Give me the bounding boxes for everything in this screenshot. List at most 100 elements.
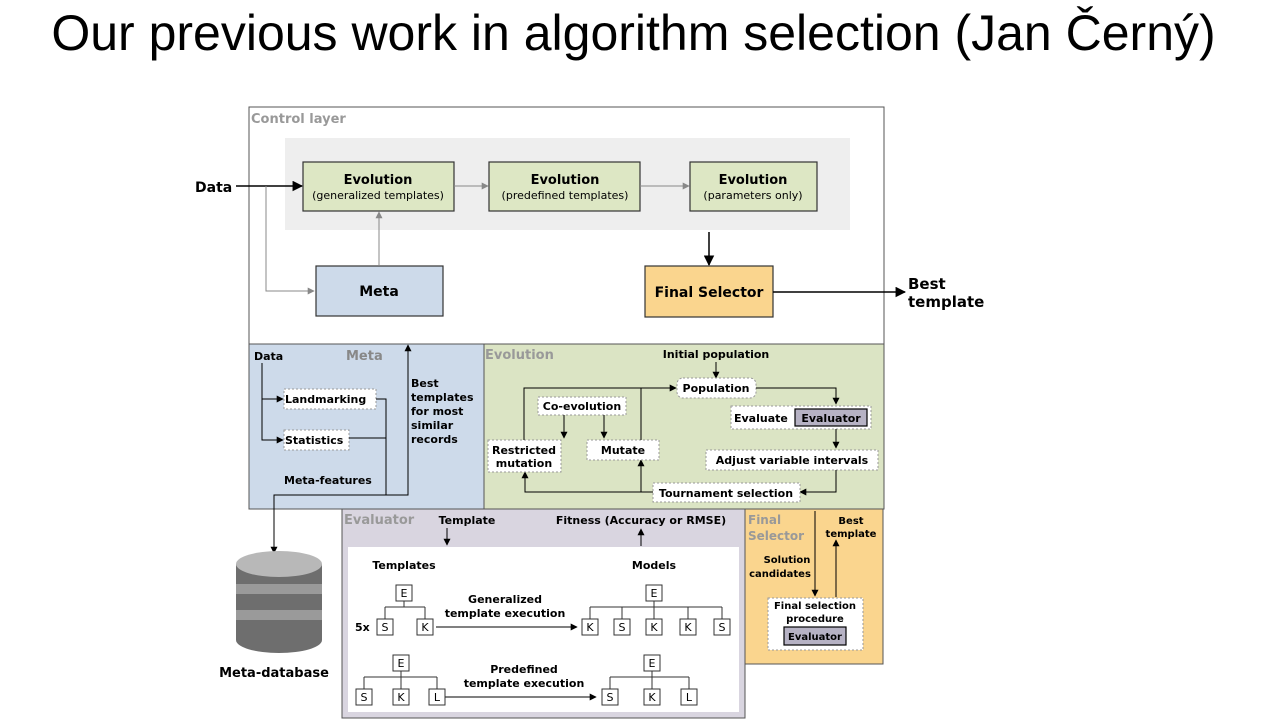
- evaluator-template-label: Template: [439, 514, 496, 527]
- tree3-leaf-node: S: [355, 688, 373, 706]
- final-procedure-line2: procedure: [786, 614, 844, 625]
- tree1-leaf-node: S: [376, 618, 394, 636]
- tree2-edges: [589, 601, 723, 619]
- evolution-generalized-subtitle: (generalized templates): [312, 189, 444, 202]
- final-selector-box: [644, 265, 774, 318]
- evolution-predefined-subtitle: (predefined templates): [502, 189, 629, 202]
- solution-candidates-line1: Solution: [764, 555, 811, 566]
- final-best-line1: Best: [838, 516, 863, 527]
- tree2-root-node: E: [645, 584, 663, 602]
- tree2-leaf-node: K: [581, 618, 599, 636]
- control-data-label: Data: [195, 180, 232, 196]
- slide-title: Our previous work in algorithm selection…: [51, 5, 1216, 61]
- svg-text:S: S: [607, 691, 614, 704]
- evaluator-fitness-label: Fitness (Accuracy or RMSE): [556, 514, 726, 527]
- svg-text:S: S: [619, 621, 626, 634]
- evaluator-panel-label: Evaluator: [344, 513, 415, 528]
- best-template-line1: Best: [908, 275, 946, 293]
- tree2-leaf-node: S: [613, 618, 631, 636]
- five-x-label: 5x: [355, 621, 370, 634]
- tree1-root-node: E: [395, 584, 413, 602]
- svg-text:L: L: [434, 691, 441, 704]
- co-evolution-box: [537, 396, 627, 416]
- arrow-tournament-to-restricted: [521, 471, 653, 493]
- evolution-panel-label: Evolution: [485, 348, 554, 363]
- mutate-box: [586, 439, 660, 461]
- svg-text:S: S: [382, 621, 389, 634]
- evolution-predefined-title: Evolution: [531, 173, 600, 188]
- expression-trees: E S K E K S K K S E S K L E S K L: [355, 584, 731, 706]
- tree2-leaf-node: S: [713, 618, 731, 636]
- best-template-line2: template: [908, 293, 984, 311]
- tree4-root-node: E: [643, 654, 661, 672]
- svg-text:K: K: [648, 691, 656, 704]
- svg-text:L: L: [686, 691, 693, 704]
- tree3-root-node: E: [392, 654, 410, 672]
- solution-candidates-line2: candidates: [749, 569, 811, 580]
- predefined-label-line1: Predefined: [490, 663, 558, 676]
- tournament-box: [652, 482, 801, 503]
- svg-text:E: E: [401, 587, 408, 600]
- tree3-edges: [363, 671, 438, 689]
- final-evaluator-label: Evaluator: [788, 632, 842, 643]
- arrow-to-meta-database: [270, 494, 386, 554]
- evolution-parameters-title: Evolution: [719, 173, 788, 188]
- svg-text:K: K: [684, 621, 692, 634]
- evolution-parameters-box: [689, 161, 818, 212]
- arrow-data-to-statistics: [261, 399, 284, 444]
- models-heading: Models: [632, 559, 677, 572]
- restricted-mutation-line2: mutation: [496, 457, 552, 470]
- control-layer-label: Control layer: [251, 112, 346, 127]
- svg-text:E: E: [649, 657, 656, 670]
- final-evaluator-box: [783, 626, 847, 646]
- mutate-label: Mutate: [601, 444, 645, 457]
- arrow-adjust-to-tournament: [799, 470, 837, 496]
- tree1-leaf-node: K: [416, 618, 434, 636]
- meta-data-label: Data: [254, 350, 283, 363]
- best-templates-line2: templates: [411, 391, 474, 404]
- svg-text:K: K: [397, 691, 405, 704]
- svg-text:S: S: [719, 621, 726, 634]
- evaluator-inner-panel: [348, 547, 739, 712]
- adjust-intervals-label: Adjust variable intervals: [716, 454, 869, 467]
- restricted-mutation-box: [487, 439, 562, 473]
- meta-box: [315, 265, 444, 317]
- population-label: Population: [683, 382, 750, 395]
- tree2-leaf-node: K: [645, 618, 663, 636]
- statistics-box: [283, 429, 350, 451]
- predefined-label-line2: template execution: [464, 677, 585, 690]
- best-templates-line4: similar: [411, 419, 454, 432]
- database-icon: [236, 551, 322, 653]
- final-panel-label-line1: Final: [748, 513, 781, 527]
- svg-text:E: E: [398, 657, 405, 670]
- evolution-parameters-subtitle: (parameters only): [703, 189, 802, 202]
- arrow-population-to-evaluate: [756, 387, 840, 405]
- co-evolution-label: Co-evolution: [543, 400, 621, 413]
- arrow-meta-up-to-control: [385, 344, 412, 496]
- tournament-label: Tournament selection: [659, 487, 793, 500]
- landmarking-label: Landmarking: [285, 393, 366, 406]
- final-procedure-line1: Final selection: [774, 601, 856, 612]
- tree4-leaf-node: L: [680, 688, 698, 706]
- meta-features-label: Meta-features: [284, 474, 372, 487]
- loop-restricted-to-population: [523, 384, 677, 440]
- best-templates-line1: Best: [411, 377, 439, 390]
- tree2-leaf-node: K: [679, 618, 697, 636]
- final-panel-label-line2: Selector: [748, 529, 804, 543]
- restricted-mutation-line1: Restricted: [492, 444, 556, 457]
- svg-text:K: K: [650, 621, 658, 634]
- evaluate-label: Evaluate: [734, 412, 788, 425]
- tree3-leaf-node: K: [392, 688, 410, 706]
- statistics-label: Statistics: [285, 434, 344, 447]
- meta-panel-label: Meta: [346, 349, 383, 364]
- generalized-label-line1: Generalized: [468, 593, 542, 606]
- tree4-leaf-node: S: [601, 688, 619, 706]
- templates-heading: Templates: [372, 559, 436, 572]
- features-collect-line: [349, 398, 387, 439]
- tree3-leaf-node: L: [428, 688, 446, 706]
- meta-box-label: Meta: [359, 284, 399, 300]
- arrow-data-to-meta: [265, 186, 315, 295]
- final-selector-label: Final Selector: [655, 285, 764, 301]
- evolution-evaluator-label: Evaluator: [801, 412, 861, 425]
